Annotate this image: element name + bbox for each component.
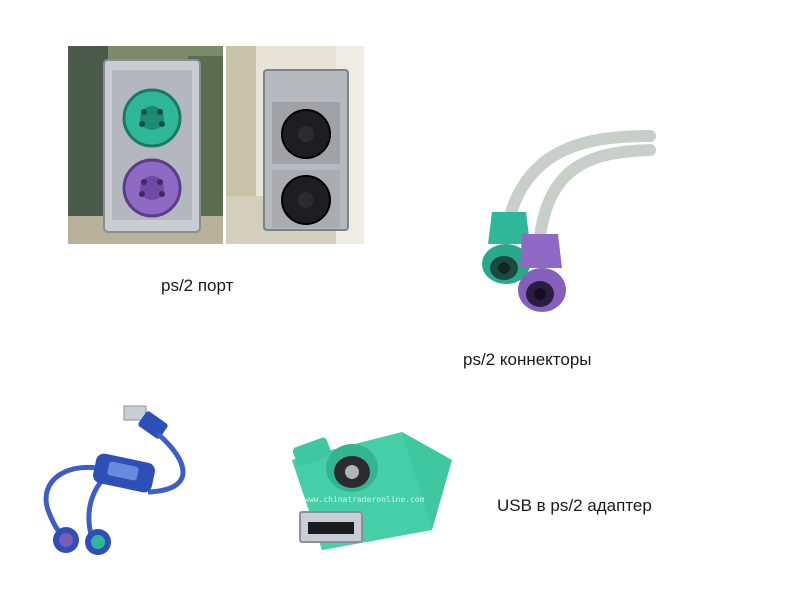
usb-ps2-adapter-illustration: www.chinatraderonline.com: [292, 432, 452, 550]
usb-adapter-caption: USB в ps/2 адаптер: [497, 496, 652, 515]
usb-y-cable-photo: [28, 400, 238, 558]
watermark-text: www.chinatraderonline.com: [304, 495, 425, 504]
ps2-port-photo: [68, 46, 364, 244]
ps2-connectors-illustration: [482, 130, 656, 312]
usb-ps2-adapter-photo: www.chinatraderonline.com: [282, 420, 462, 560]
usb-y-cable-illustration: [43, 405, 186, 555]
ps2-connectors-caption: ps/2 коннекторы: [463, 350, 592, 369]
ps2-port-illustration: [68, 46, 364, 244]
ps2-connectors-photo: [470, 126, 656, 316]
ps2-port-caption: ps/2 порт: [161, 276, 234, 295]
